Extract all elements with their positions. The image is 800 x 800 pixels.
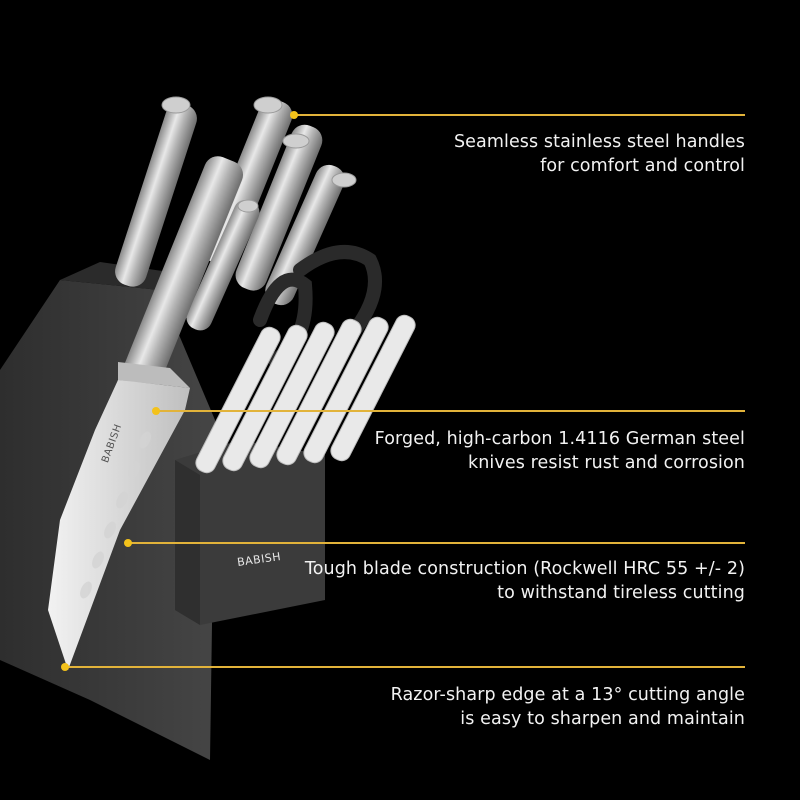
knife-handles (115, 99, 345, 404)
callout-dot-handles (290, 111, 298, 119)
callout-edge: Razor-sharp edge at a 13° cutting angle … (391, 683, 745, 731)
callout-steel-line2: knives resist rust and corrosion (467, 453, 745, 473)
callout-handles-line2: for comfort and control (540, 156, 745, 176)
callout-construction: Tough blade construction (Rockwell HRC 5… (305, 557, 745, 605)
callout-line-construction (128, 542, 745, 544)
callout-line-edge (65, 666, 745, 668)
callout-construction-line1: Tough blade construction (Rockwell HRC 5… (304, 559, 745, 579)
santoku-bolster (118, 362, 190, 388)
callout-handles-line1: Seamless stainless steel handles (453, 132, 745, 152)
callout-dot-steel (152, 407, 160, 415)
steak-knife-handles (195, 314, 416, 474)
knife-block-front (175, 440, 325, 625)
callout-line-steel (158, 410, 745, 412)
callout-steel-line1: Forged, high-carbon 1.4116 German steel (374, 429, 745, 449)
callout-edge-line2: is easy to sharpen and maintain (460, 709, 745, 729)
callout-steel: Forged, high-carbon 1.4116 German steel … (375, 427, 745, 475)
callout-edge-line1: Razor-sharp edge at a 13° cutting angle (390, 685, 745, 705)
callout-construction-line2: to withstand tireless cutting (497, 583, 745, 603)
callout-dot-edge (61, 663, 69, 671)
callout-handles: Seamless stainless steel handles for com… (454, 130, 745, 178)
callout-line-handles (296, 114, 745, 116)
callout-dot-construction (124, 539, 132, 547)
